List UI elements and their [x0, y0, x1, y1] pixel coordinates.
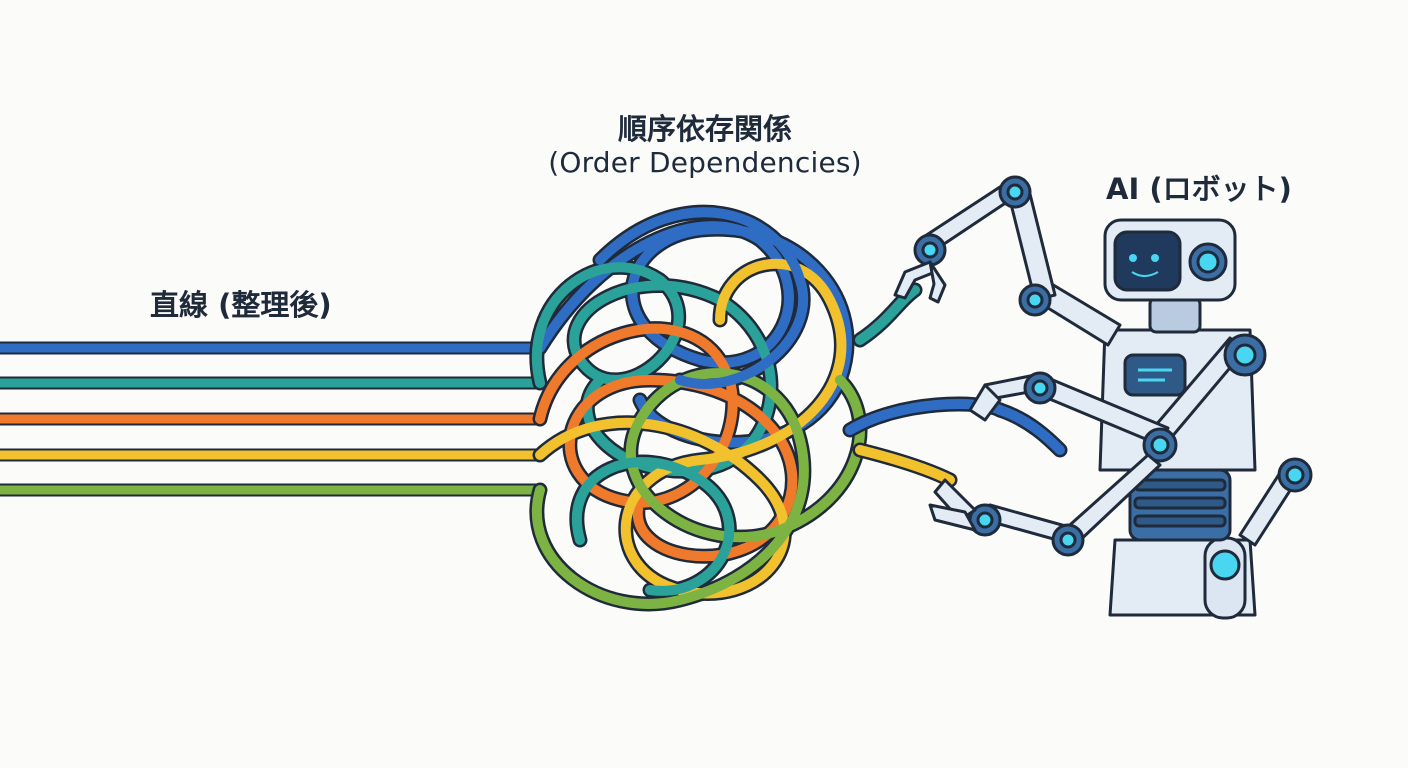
robot-label: AI (ロボット)	[1106, 172, 1292, 206]
robot-icon	[893, 175, 1313, 620]
knot-title-en: (Order Dependencies)	[548, 146, 862, 179]
straight-lines	[0, 341, 547, 497]
tangled-lines-icon	[529, 204, 1068, 612]
straight-lines-label: 直線 (整理後)	[150, 288, 332, 322]
robot-gripper-icon	[893, 260, 947, 304]
knot-title-ja: 順序依存関係	[617, 112, 792, 146]
